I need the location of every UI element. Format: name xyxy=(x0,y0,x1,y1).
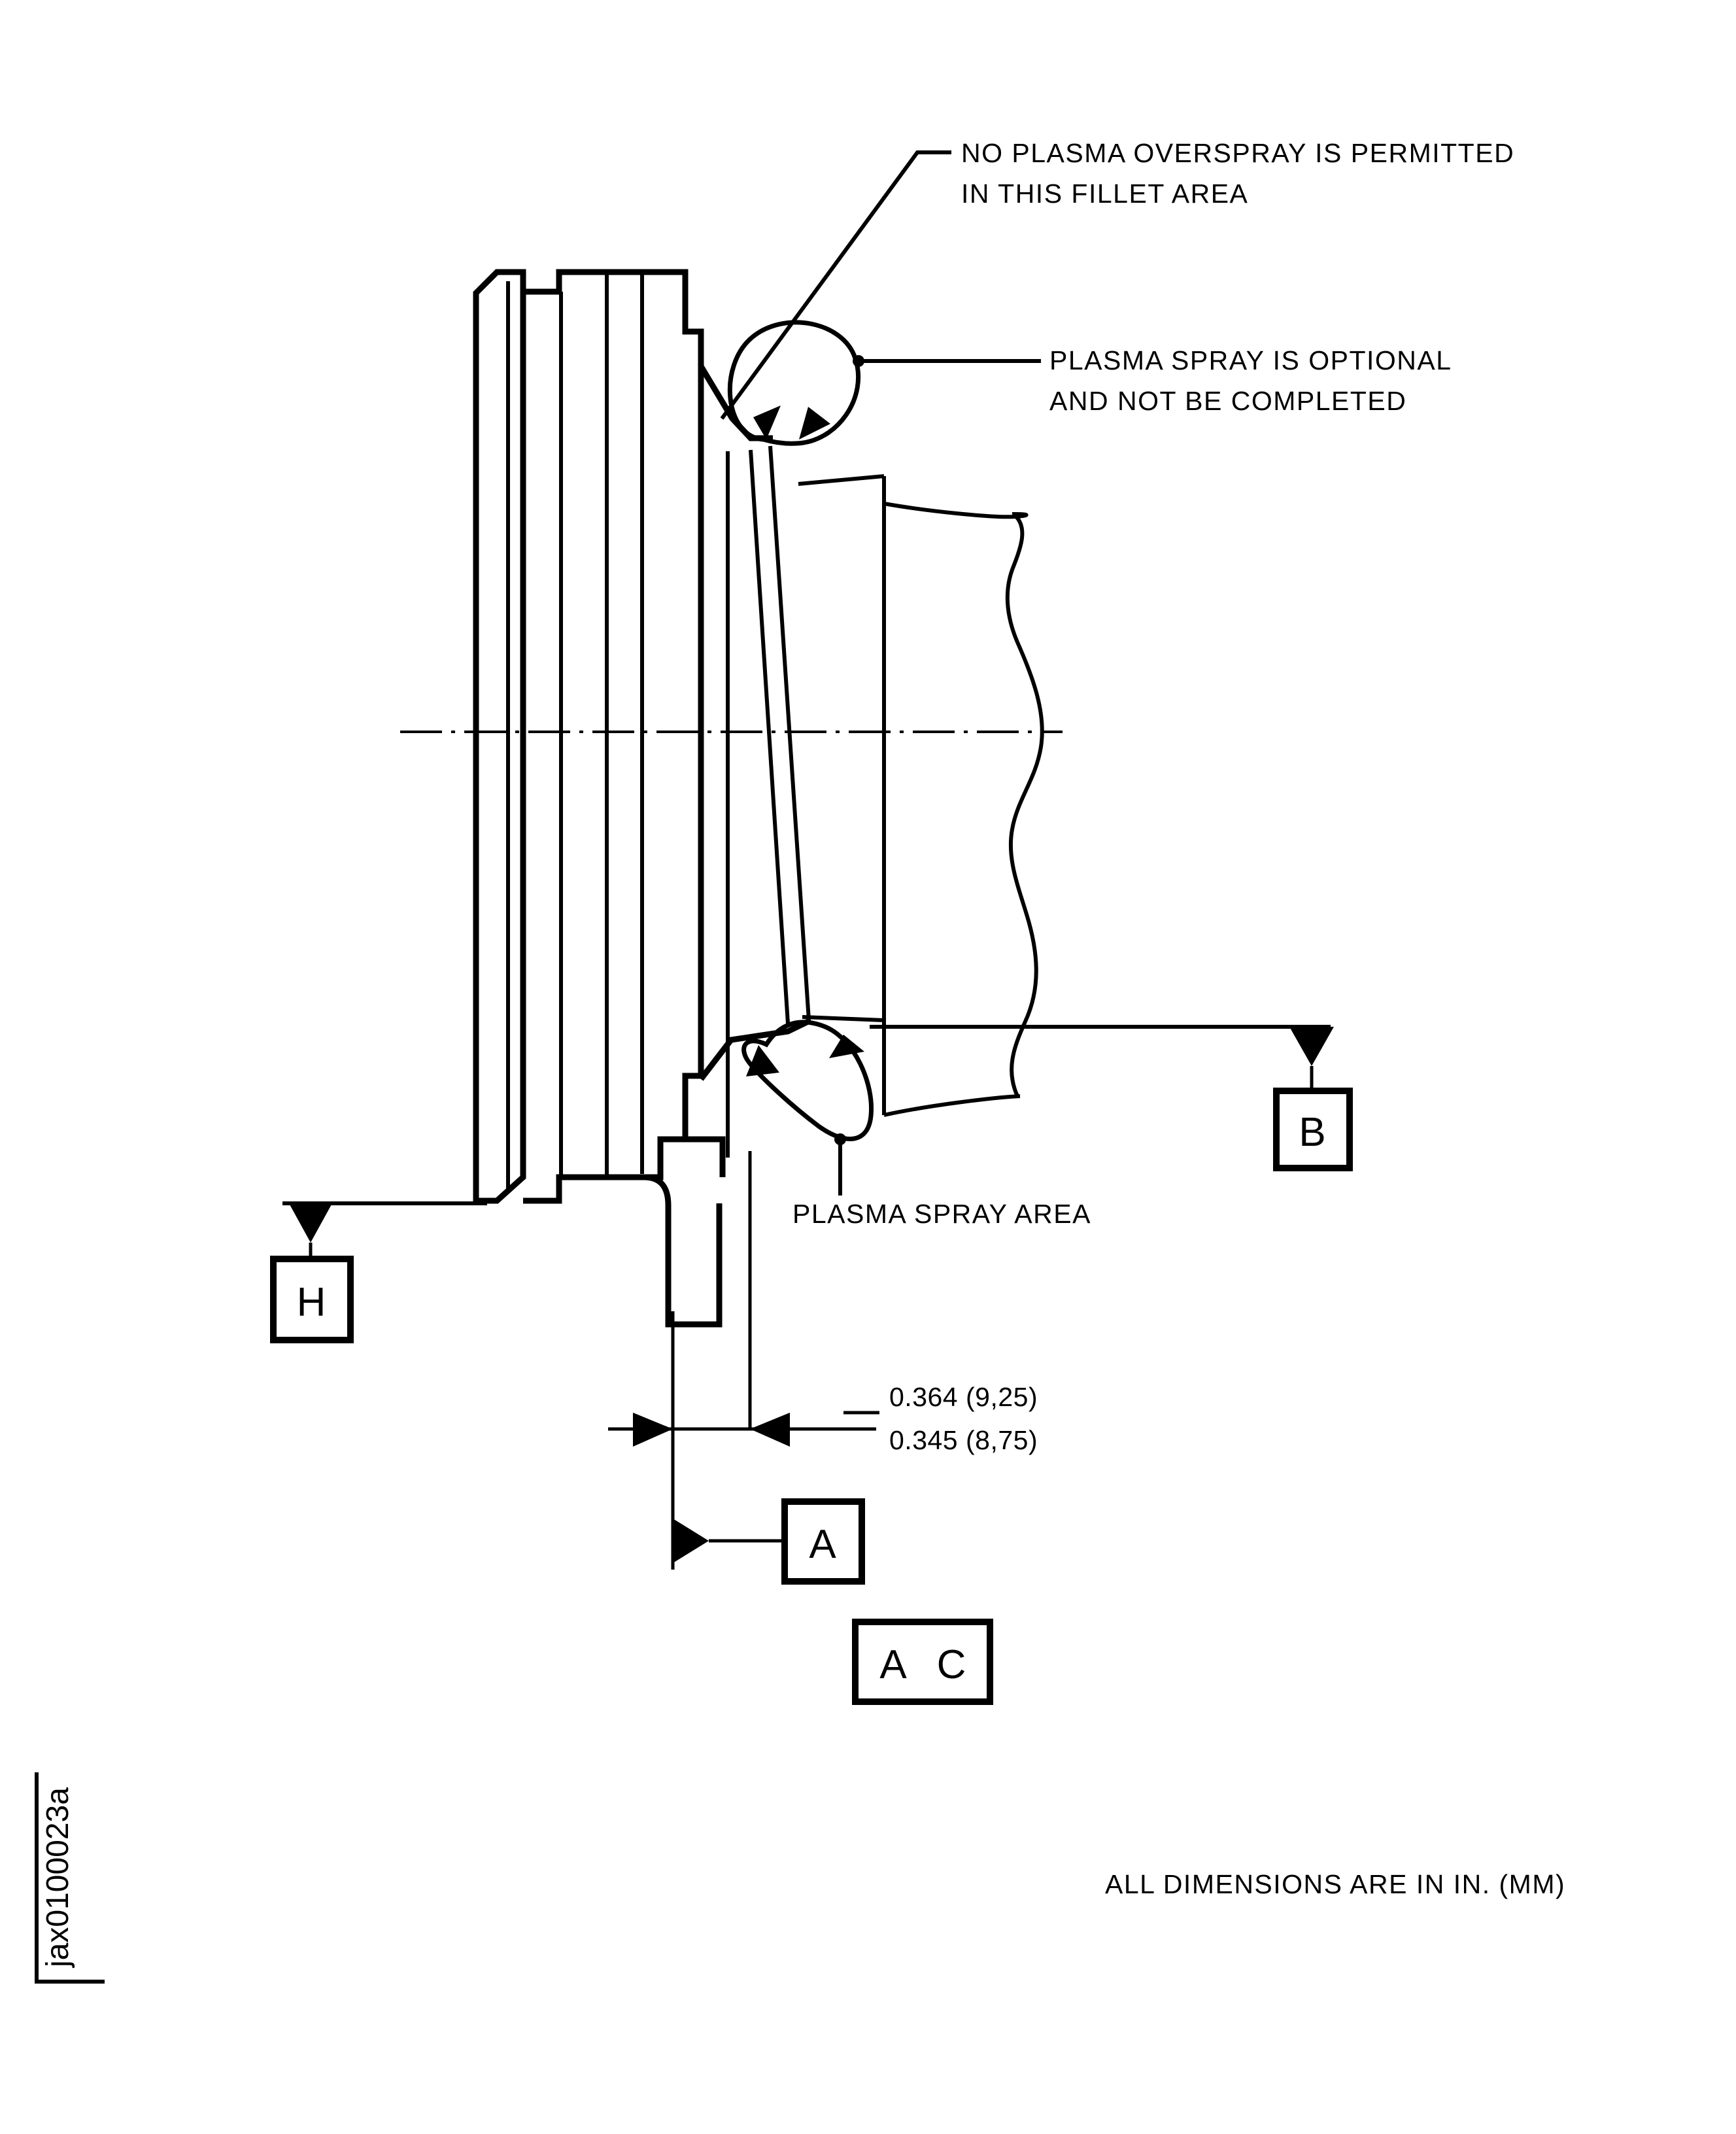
no-overspray-leader-line xyxy=(720,150,951,420)
upper-balloon-arrow-right xyxy=(799,407,830,439)
upper-balloon-arrow-left xyxy=(753,405,781,439)
datum-ref-ac-label-a: A xyxy=(879,1642,908,1687)
datum-h-triangle-icon xyxy=(289,1203,332,1243)
hub-flare-top xyxy=(883,502,1029,519)
datum-a-label: A xyxy=(809,1522,837,1567)
dimension-arrow-right-icon xyxy=(750,1413,790,1447)
lower-step-shelf xyxy=(685,1136,726,1177)
figure-code-corner-bracket xyxy=(35,1772,105,1984)
upper-balloon-loop xyxy=(727,320,861,446)
no-overspray-leader xyxy=(720,150,951,420)
footer-note: ALL DIMENSIONS ARE IN IN. (MM) xyxy=(1105,1869,1565,1899)
part-cross-section xyxy=(400,269,1063,1328)
annotation-no-overspray-line2: IN THIS FILLET AREA xyxy=(961,179,1248,209)
dimension-lower-value: 0.345 (8,75) xyxy=(889,1425,1038,1455)
annotation-plasma-spray-area: PLASMA SPRAY AREA xyxy=(792,1199,1091,1229)
annotation-plasma-optional-line1: PLASMA SPRAY IS OPTIONAL xyxy=(1049,345,1452,375)
dimension-arrow-left-icon xyxy=(633,1413,673,1447)
lower-spray-balloon xyxy=(741,1020,874,1196)
datum-a-box[interactable] xyxy=(781,1498,865,1585)
hub-flare-bottom xyxy=(883,1094,1021,1117)
datum-b-triangle-icon xyxy=(1289,1027,1334,1066)
lower-fillet-chamfer xyxy=(698,1017,812,1081)
lower-balloon-arrow-left xyxy=(746,1045,779,1076)
datum-h-label: H xyxy=(297,1280,328,1325)
flange-body-outline xyxy=(523,269,704,1204)
datum-b-label: B xyxy=(1299,1110,1327,1155)
thickness-dimension: 0.364 (9,25) 0.345 (8,75) xyxy=(608,1151,1038,1570)
lower-balloon-loop xyxy=(741,1020,874,1141)
annotation-plasma-spray-area-line1: PLASMA SPRAY AREA xyxy=(792,1199,1091,1229)
datum-h[interactable]: H xyxy=(270,1201,487,1343)
datum-b[interactable]: B xyxy=(870,1025,1353,1171)
outer-rail-profile xyxy=(473,269,526,1204)
annotation-plasma-optional: PLASMA SPRAY IS OPTIONAL AND NOT BE COMP… xyxy=(1049,345,1452,416)
datum-a-triangle-icon xyxy=(673,1519,709,1563)
lower-balloon-arrow-right xyxy=(829,1035,864,1058)
datum-a[interactable]: A xyxy=(673,1498,865,1585)
annotation-plasma-optional-line2: AND NOT BE COMPLETED xyxy=(1049,386,1406,416)
lower-step-and-tab xyxy=(562,1174,723,1328)
datum-h-box[interactable] xyxy=(270,1256,354,1343)
plasma-spray-strip-left-edge xyxy=(749,449,790,1024)
datum-b-box[interactable] xyxy=(1273,1088,1353,1171)
figure-code-label: jax0100023a xyxy=(41,1787,75,1969)
datum-ref-ac-label-c: C xyxy=(937,1642,968,1687)
datum-ref-ac-box[interactable] xyxy=(852,1619,993,1705)
upper-spray-balloon xyxy=(727,320,1041,446)
datum-reference-ac[interactable]: A C xyxy=(852,1619,993,1705)
dimension-upper-value: 0.364 (9,25) xyxy=(889,1382,1038,1412)
figure-code-block: jax0100023a xyxy=(35,1772,105,1984)
annotation-no-overspray-line1: NO PLASMA OVERSPRAY IS PERMITTED xyxy=(961,138,1514,168)
hub-lower-face xyxy=(802,1015,885,1022)
annotation-no-overspray: NO PLASMA OVERSPRAY IS PERMITTED IN THIS… xyxy=(961,138,1514,209)
hub-break-line xyxy=(1005,513,1044,1097)
hub-upper-face xyxy=(798,474,885,486)
